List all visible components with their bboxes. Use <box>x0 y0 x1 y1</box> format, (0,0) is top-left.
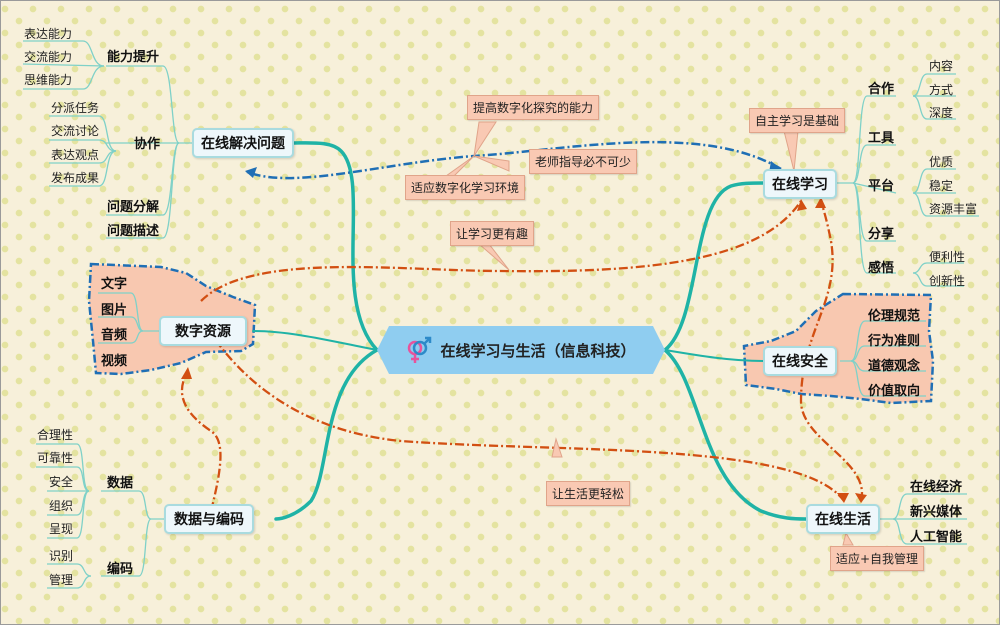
subtopic-new-media[interactable]: 新兴媒体 <box>910 505 963 520</box>
callout-improve-ability[interactable]: 提高数字化探究的能力 <box>467 95 600 120</box>
leaf-item[interactable]: 可靠性 <box>37 451 74 465</box>
subtopic-data[interactable]: 数据 <box>107 476 134 491</box>
topic-online-life[interactable]: 在线生活 <box>806 504 880 534</box>
topic-online-learning[interactable]: 在线学习 <box>763 169 837 199</box>
subtopic-ethics[interactable]: 伦理规范 <box>868 309 921 324</box>
callout-self-study[interactable]: 自主学习是基础 <box>749 108 846 133</box>
leaf-item[interactable]: 创新性 <box>929 274 966 288</box>
subtopic-ability[interactable]: 能力提升 <box>107 50 160 65</box>
callout-more-fun[interactable]: 让学习更有趣 <box>450 221 535 246</box>
subtopic-problem-decomposition[interactable]: 问题分解 <box>107 200 160 215</box>
leaf-item[interactable]: 优质 <box>929 155 954 169</box>
subtopic-sharing[interactable]: 分享 <box>868 227 895 242</box>
subtopic-morals[interactable]: 道德观念 <box>868 359 921 374</box>
subtopic-tools[interactable]: 工具 <box>868 131 895 146</box>
leaf-item[interactable]: 思维能力 <box>24 73 73 87</box>
topic-data-encoding[interactable]: 数据与编码 <box>164 504 254 534</box>
topic-online-safety[interactable]: 在线安全 <box>763 346 837 376</box>
subtopic-reflection[interactable]: 感悟 <box>868 261 895 276</box>
leaf-item[interactable]: 交流讨论 <box>51 124 100 138</box>
callout-adapt-env[interactable]: 适应数字化学习环境 <box>405 175 526 200</box>
leaf-item[interactable]: 便利性 <box>929 250 966 264</box>
leaf-item[interactable]: 发布成果 <box>51 171 100 185</box>
subtopic-image[interactable]: 图片 <box>101 303 128 318</box>
central-title: 在线学习与生活（信息科技） <box>440 341 636 360</box>
subtopic-online-economy[interactable]: 在线经济 <box>910 480 963 495</box>
subtopic-collaboration[interactable]: 协作 <box>134 137 161 152</box>
topic-digital-resources[interactable]: 数字资源 <box>159 316 247 346</box>
subtopic-ai[interactable]: 人工智能 <box>910 530 963 545</box>
subtopic-video[interactable]: 视频 <box>101 354 128 369</box>
leaf-item[interactable]: 稳定 <box>929 179 954 193</box>
subtopic-values[interactable]: 价值取向 <box>868 384 921 399</box>
subtopic-encoding[interactable]: 编码 <box>107 562 134 577</box>
leaf-item[interactable]: 合理性 <box>37 428 74 442</box>
subtopic-platform[interactable]: 平台 <box>868 179 895 194</box>
subtopic-text[interactable]: 文字 <box>101 277 128 292</box>
leaf-item[interactable]: 安全 <box>49 475 74 489</box>
leaf-item[interactable]: 资源丰富 <box>929 202 978 216</box>
callout-teacher-guidance[interactable]: 老师指导必不可少 <box>529 149 638 174</box>
callout-adapt-manage[interactable]: 适应+自我管理 <box>830 546 925 571</box>
leaf-item[interactable]: 内容 <box>929 59 954 73</box>
leaf-item[interactable]: 管理 <box>49 573 74 587</box>
subtopic-audio[interactable]: 音频 <box>101 328 128 343</box>
leaf-item[interactable]: 识别 <box>49 549 74 563</box>
subtopic-cooperation[interactable]: 合作 <box>868 82 895 97</box>
subtopic-problem-description[interactable]: 问题描述 <box>107 224 160 239</box>
leaf-item[interactable]: 表达观点 <box>51 148 100 162</box>
leaf-item[interactable]: 方式 <box>929 83 954 97</box>
leaf-item[interactable]: 组织 <box>49 499 74 513</box>
callout-easier-life[interactable]: 让生活更轻松 <box>546 481 631 506</box>
leaf-item[interactable]: 呈现 <box>49 522 74 536</box>
leaf-item[interactable]: 表达能力 <box>24 27 73 41</box>
leaf-item[interactable]: 交流能力 <box>24 50 73 64</box>
topic-online-problem-solving[interactable]: 在线解决问题 <box>192 128 294 158</box>
leaf-item[interactable]: 分派任务 <box>51 101 100 115</box>
gender-symbol-icon <box>406 336 432 364</box>
leaf-item[interactable]: 深度 <box>929 106 954 120</box>
subtopic-conduct[interactable]: 行为准则 <box>868 334 921 349</box>
central-topic[interactable]: 在线学习与生活（信息科技） <box>377 326 665 374</box>
